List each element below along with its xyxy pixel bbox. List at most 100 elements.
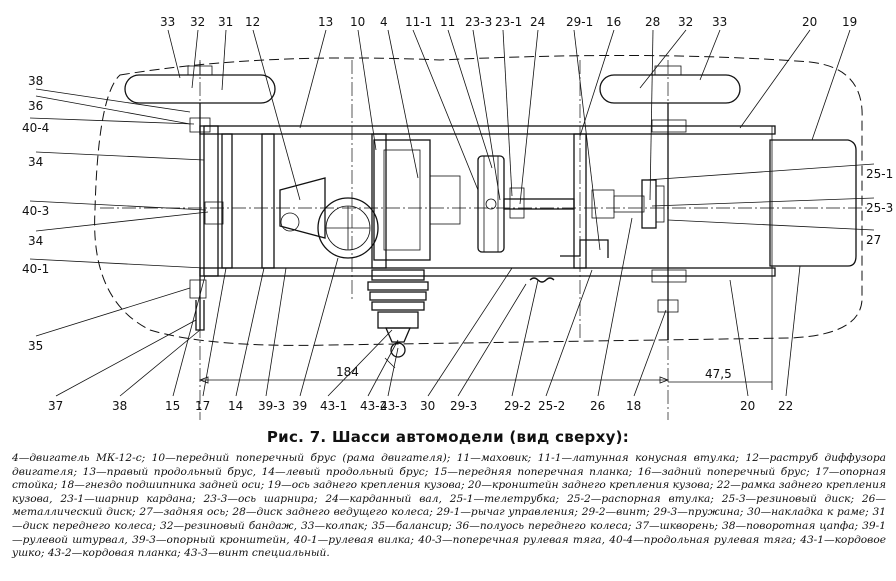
callout-label: 33 xyxy=(160,15,175,29)
callout-leader xyxy=(579,29,615,137)
flywheel xyxy=(477,155,505,253)
callout-leader xyxy=(191,29,199,89)
callout-label: 43-1 xyxy=(320,399,347,413)
dimension-47-5: 47,5 xyxy=(668,276,773,390)
callout-leader xyxy=(699,29,721,81)
callout-leader xyxy=(511,279,539,397)
rear-body-frame xyxy=(769,139,857,267)
callout-label: 28 xyxy=(645,15,660,29)
callout-leader xyxy=(235,267,265,397)
callout-label: 25-1 xyxy=(866,167,893,181)
callout-leader xyxy=(597,217,633,397)
callout-label: 29-3 xyxy=(450,399,477,413)
dimension-47-5-label: 47,5 xyxy=(705,367,732,381)
callout-leader xyxy=(412,29,479,191)
callout-label: 23-3 xyxy=(465,15,492,29)
callout-leader xyxy=(167,29,181,79)
callout-label: 35 xyxy=(28,339,43,353)
dimension-184-label: 184 xyxy=(336,365,359,379)
steering-wheel xyxy=(317,197,379,259)
callout-label: 40-1 xyxy=(22,262,49,276)
callout-leader xyxy=(327,329,393,397)
front-crossbar xyxy=(203,125,219,277)
callout-leader xyxy=(729,279,749,397)
callout-label: 19 xyxy=(842,15,857,29)
callout-leader xyxy=(119,329,201,397)
callout-label: 29-1 xyxy=(566,15,593,29)
callout-leader xyxy=(633,309,667,397)
callout-label: 30 xyxy=(420,399,435,413)
callout-label: 38 xyxy=(28,74,43,88)
callout-label: 24 xyxy=(530,15,545,29)
callout-leader xyxy=(739,29,811,129)
front-plank xyxy=(221,133,233,269)
callout-label: 23-1 xyxy=(495,15,522,29)
figure-legend: 4—двигатель МК-12-с; 10—передний попереч… xyxy=(12,452,886,561)
callout-label: 32 xyxy=(678,15,693,29)
callout-label: 43-3 xyxy=(380,399,407,413)
callout-label: 10 xyxy=(350,15,365,29)
callout-leader xyxy=(35,95,191,125)
engine-block xyxy=(373,139,431,261)
callout-label: 34 xyxy=(28,234,43,248)
callout-leader xyxy=(265,267,287,397)
callout-leader xyxy=(29,117,195,125)
callout-label: 33 xyxy=(712,15,727,29)
callout-leader xyxy=(573,29,601,251)
callout-leader xyxy=(785,265,801,397)
callout-leader xyxy=(639,29,687,89)
callout-leader xyxy=(387,347,399,397)
callout-leader xyxy=(472,29,501,201)
callout-label: 39 xyxy=(292,399,307,413)
callout-leader xyxy=(221,29,227,91)
callout-leader xyxy=(649,29,654,201)
diffuser-cone xyxy=(279,177,326,239)
spring xyxy=(529,277,555,283)
callout-leader xyxy=(252,29,301,201)
figure-caption: Рис. 7. Шасси автомодели (вид сверху): xyxy=(266,428,630,446)
callout-leader xyxy=(29,200,207,211)
callout-leader xyxy=(299,29,327,129)
callout-label: 31 xyxy=(218,15,233,29)
callout-label: 20 xyxy=(802,15,817,29)
cord-eye xyxy=(390,342,406,358)
callout-label: 40-3 xyxy=(22,204,49,218)
callout-label: 27 xyxy=(866,233,881,247)
legend-text: 4—двигатель МК-12-с; 10—передний попереч… xyxy=(12,452,886,560)
callout-label: 34 xyxy=(28,155,43,169)
callout-label: 17 xyxy=(195,399,210,413)
callout-label: 11 xyxy=(440,15,455,29)
right-rail xyxy=(199,125,776,135)
rear-wheel xyxy=(599,74,741,104)
callout-leader xyxy=(667,219,875,231)
callout-leader xyxy=(172,275,206,397)
callout-label: 15 xyxy=(165,399,180,413)
cardan-shaft xyxy=(503,198,575,210)
body-outline xyxy=(94,54,863,346)
callout-leader xyxy=(357,29,377,151)
callout-label: 37 xyxy=(48,399,63,413)
callout-label: 18 xyxy=(626,399,641,413)
callout-leader xyxy=(299,257,339,397)
callout-label: 12 xyxy=(245,15,260,29)
callout-label: 39-3 xyxy=(258,399,285,413)
engine-mount-rear xyxy=(371,133,387,269)
callout-label: 11-1 xyxy=(405,15,432,29)
callout-leader xyxy=(35,151,205,161)
callout-label: 29-2 xyxy=(504,399,531,413)
callout-label: 20 xyxy=(740,399,755,413)
callout-leader xyxy=(645,163,875,181)
callout-label: 25-3 xyxy=(866,201,893,215)
callout-label: 26 xyxy=(590,399,605,413)
callout-leader xyxy=(519,29,539,205)
callout-leader xyxy=(35,287,191,337)
callout-label: 32 xyxy=(190,15,205,29)
callout-label: 14 xyxy=(228,399,243,413)
engine-fins xyxy=(367,269,429,343)
callout-label: 16 xyxy=(606,15,621,29)
callout-label: 4 xyxy=(380,15,388,29)
callout-leader xyxy=(35,88,191,113)
callout-leader xyxy=(447,29,493,169)
